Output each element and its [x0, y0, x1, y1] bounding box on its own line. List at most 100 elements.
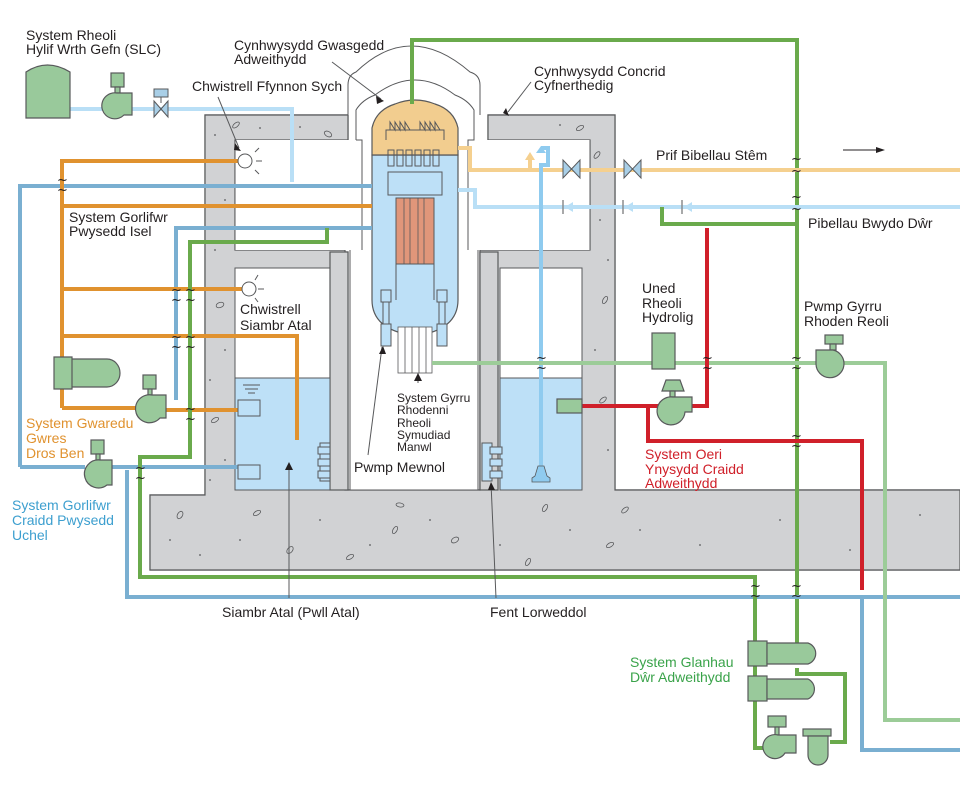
label-rcic-1: System Oeri: [645, 446, 722, 462]
pipe-feedwater: [458, 188, 960, 209]
svg-text:~: ~: [702, 361, 713, 376]
svg-text:~: ~: [185, 412, 196, 427]
label-cuw-1: System Glanhau: [630, 654, 734, 670]
rcic-suction: [556, 398, 583, 414]
rcic-turbine-pump: [656, 379, 693, 426]
svg-text:~: ~: [791, 351, 802, 366]
cuw-filter: [802, 728, 832, 766]
slc-tank: [25, 64, 71, 119]
concrete-dots: [169, 124, 921, 556]
label-internal-pump: Pwmp Mewnol: [354, 459, 445, 475]
svg-text:~: ~: [57, 183, 68, 198]
pipe-lpcf: [174, 226, 372, 400]
svg-text:~: ~: [750, 589, 761, 604]
pipe-crossovers: ~~ ~~ ~~ ~~ ~~ ~~ ~~ ~~ ~~ ~~ ~~ ~~ ~~ ~…: [57, 152, 802, 604]
svg-text:~: ~: [791, 589, 802, 604]
svg-text:~: ~: [185, 340, 196, 355]
svg-text:~: ~: [536, 361, 547, 376]
svg-text:~: ~: [171, 330, 182, 345]
label-fmcrd-1: System Gyrru: [397, 391, 470, 405]
label-lpcf-2: Pwysedd Isel: [69, 223, 151, 239]
pipe-slc: [70, 107, 294, 182]
svg-text:~: ~: [791, 361, 802, 376]
label-rpv-1: Cynhwysydd Gwasgedd: [234, 37, 384, 53]
slc-valve: [153, 88, 169, 119]
label-feedwater: Pibellau Bwydo Dŵr: [808, 215, 933, 231]
label-cuw-2: Dŵr Adweithydd: [630, 669, 730, 685]
svg-text:~: ~: [185, 283, 196, 298]
label-fmcrd-4: Symudiad: [397, 428, 450, 442]
svg-text:~: ~: [171, 283, 182, 298]
horizontal-vents-left: [317, 442, 331, 482]
cuw-pump: [762, 715, 797, 760]
label-rcc-1: Cynhwysydd Concrid: [534, 63, 666, 79]
svg-text:~: ~: [791, 429, 802, 444]
label-fmcrd-2: Rhodenni: [397, 403, 448, 417]
label-drywell-spray: Chwistrell Ffynnon Sych: [192, 78, 342, 94]
pipe-cuw-left: [138, 228, 757, 640]
label-hpcf-3: Uchel: [12, 527, 48, 543]
leader-lines: [217, 61, 532, 599]
hpcf-pump: [83, 439, 113, 489]
label-fmcrd-3: Rheoli: [397, 416, 431, 430]
svg-text:~: ~: [791, 579, 802, 594]
concrete-texture: [176, 121, 629, 567]
svg-text:~: ~: [702, 351, 713, 366]
label-rcc-2: Cyfnerthedig: [534, 77, 613, 93]
pipe-main-steam: [458, 146, 960, 172]
rhr-pump: [134, 374, 167, 424]
svg-text:~: ~: [171, 293, 182, 308]
label-wetwell-spray-1: Chwistrell: [240, 301, 301, 317]
pipe-cuw-top: [410, 38, 799, 600]
internal-pump-right: [436, 323, 448, 347]
reactor-core: [395, 197, 435, 265]
svg-text:~: ~: [791, 152, 802, 167]
pipe-rhr-drywell-spray: [60, 159, 240, 408]
svg-text:~: ~: [185, 330, 196, 345]
label-rpv-2: Adweithydd: [234, 51, 306, 67]
cuw-heat-exchangers: [747, 640, 817, 702]
hydraulic-control-unit: [651, 332, 676, 370]
crd-pump: [815, 334, 845, 379]
reactor-pressure-vessel: [371, 99, 459, 374]
label-main-steam: Prif Bibellau Stêm: [656, 147, 767, 163]
label-slc-2: Hylif Wrth Gefn (SLC): [26, 41, 161, 57]
label-horizontal-vent: Fent Lorweddol: [490, 604, 587, 620]
svg-text:~: ~: [57, 173, 68, 188]
label-suppression-pool: Siambr Atal (Pwll Atal): [222, 604, 360, 620]
svg-text:~: ~: [185, 402, 196, 417]
label-hpcf-2: Craidd Pwysedd: [12, 512, 114, 528]
label-hpcf-1: System Gorlifwr: [12, 497, 111, 513]
svg-text:~: ~: [536, 351, 547, 366]
rhr-suction-strainer: [237, 399, 261, 417]
label-slc-1: System Rheoli: [26, 27, 116, 43]
svg-text:~: ~: [185, 293, 196, 308]
feedwater-check-valves: [562, 200, 692, 214]
svg-text:~: ~: [135, 471, 146, 486]
label-fmcrd-5: Manwl: [397, 440, 432, 454]
svg-text:~: ~: [171, 340, 182, 355]
pipe-srv-discharge: [539, 146, 550, 470]
drywell-spray-nozzle: [237, 147, 262, 175]
label-rhr-2: Gwres: [26, 430, 66, 446]
label-lpcf-1: System Gorlifwr: [69, 209, 168, 225]
label-rcic-3: Adweithydd: [645, 475, 717, 491]
label-hcu-2: Rheoli: [642, 295, 682, 311]
pipe-hpcf-right: [860, 597, 960, 752]
svg-text:~: ~: [791, 164, 802, 179]
label-crd-pump-2: Rhoden Reoli: [804, 313, 889, 329]
label-rcic-2: Ynysydd Craidd: [645, 461, 744, 477]
label-rhr-3: Dros Ben: [26, 445, 84, 461]
label-wetwell-spray-2: Siambr Atal: [240, 317, 312, 333]
internal-pump-left: [380, 323, 392, 347]
msiv-valves: [562, 158, 642, 180]
steam-dome: [371, 99, 459, 156]
horizontal-vents-right: [481, 442, 503, 482]
svg-text:~: ~: [791, 202, 802, 217]
label-crd-pump-1: Pwmp Gyrru: [804, 298, 882, 314]
svg-text:~: ~: [135, 461, 146, 476]
svg-text:~: ~: [750, 579, 761, 594]
svg-text:~: ~: [791, 190, 802, 205]
fmcrd-housings: [397, 326, 433, 374]
